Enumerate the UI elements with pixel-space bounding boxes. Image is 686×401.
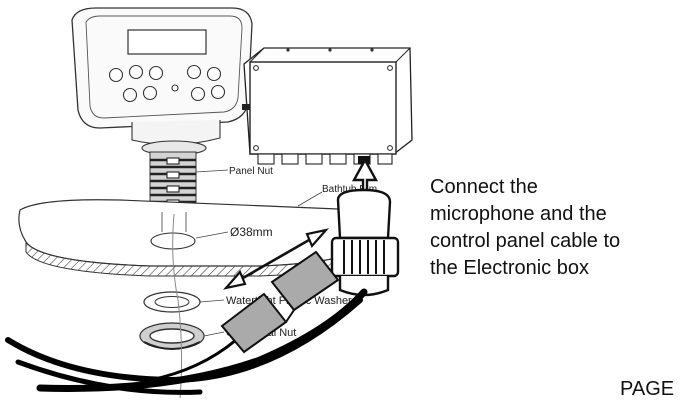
panel-wire <box>172 213 183 399</box>
plug-connector <box>330 188 400 297</box>
cable-sleeves <box>220 250 340 354</box>
instruction-line: microphone and the <box>430 203 607 225</box>
instruction-line: Connect the <box>430 176 538 198</box>
page-label: PAGE <box>620 378 675 400</box>
double-arrow <box>223 228 329 290</box>
thick-cables <box>5 288 368 395</box>
display-screen <box>127 29 207 55</box>
control-panel <box>71 7 253 146</box>
electronic-box <box>242 47 413 165</box>
bathtub-rim-label: Bathtub Rim <box>322 184 377 195</box>
instruction-text: Connect the microphone and the control p… <box>430 174 620 282</box>
keypad-buttons <box>108 64 226 103</box>
hole-diameter-label: Ø38mm <box>230 225 273 239</box>
panel-nut-label: Panel Nut <box>229 166 273 177</box>
cable-glands <box>257 153 393 165</box>
instruction-line: control panel cable to <box>430 230 621 252</box>
instruction-line: the Electronic box <box>430 257 589 279</box>
bathtub-rim: Bathtub Rim Ø38mm <box>18 184 380 277</box>
